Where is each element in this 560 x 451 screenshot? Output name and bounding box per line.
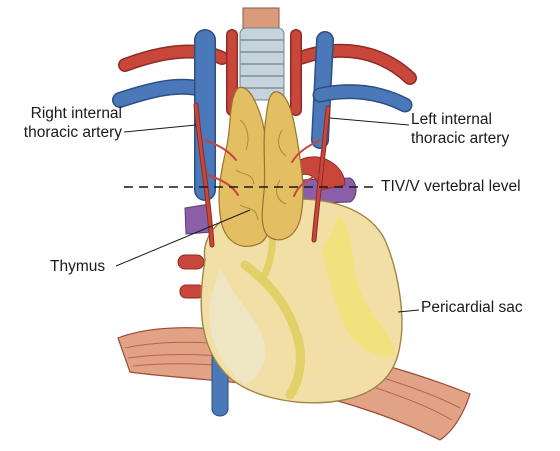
- label-right-ita-line2: thoracic artery: [23, 124, 122, 141]
- label-thymus: Thymus: [50, 258, 106, 275]
- label-left-internal-thoracic-artery: Left internal thoracic artery: [411, 110, 509, 148]
- label-right-ita-line1: Right internal: [30, 105, 122, 122]
- right-side-vessels: [177, 254, 205, 299]
- label-left-ita-line1: Left internal: [411, 111, 492, 128]
- thymus-gland: [218, 86, 304, 247]
- label-right-internal-thoracic-artery: Right internal thoracic artery: [0, 104, 122, 142]
- leader-lines: [115, 117, 420, 313]
- leader-left-ita: [329, 117, 410, 126]
- internal-thoracic-arteries: [193, 102, 331, 248]
- leader-thymus: [115, 209, 251, 267]
- label-left-ita-line2: thoracic artery: [411, 130, 510, 147]
- leader-right-ita: [123, 124, 197, 133]
- leader-pericardium: [397, 309, 420, 313]
- label-vertebral-level: TIV/V vertebral level: [381, 178, 521, 195]
- heart-pericardium: [200, 198, 403, 404]
- trachea: [239, 7, 285, 101]
- label-pericardial-sac: Pericardial sac: [421, 299, 523, 316]
